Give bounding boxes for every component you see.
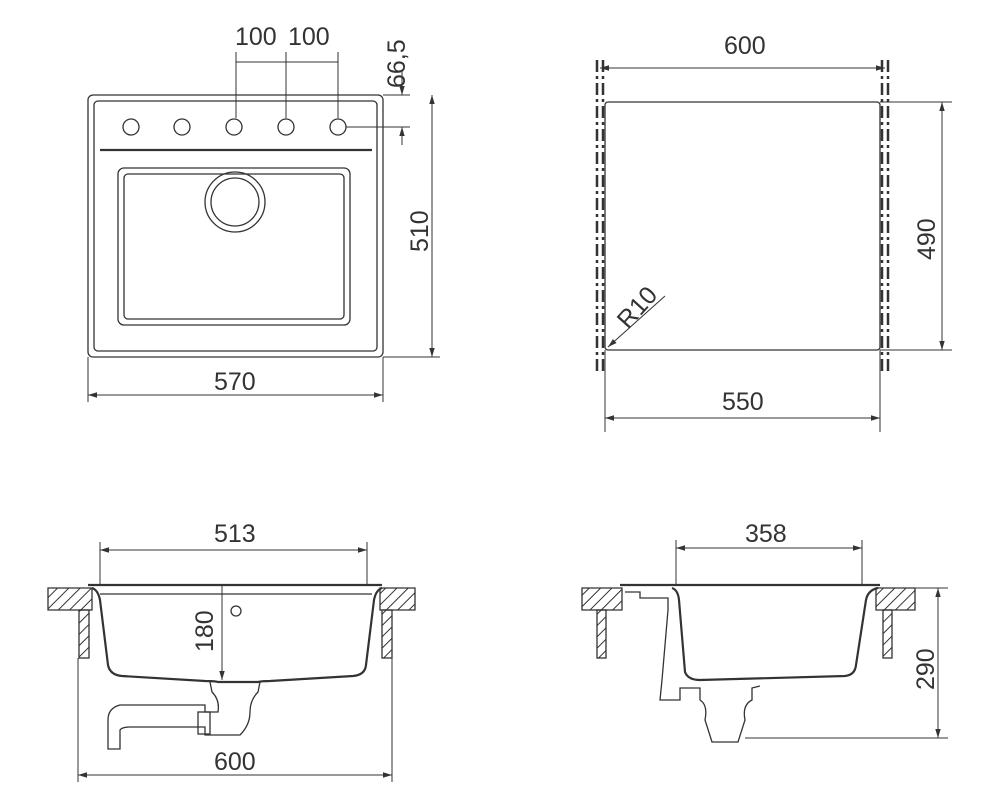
dim-total-depth: 290 (912, 648, 940, 690)
cutout-view: 600 490 550 R10 (595, 32, 952, 432)
radius-label: R10 (612, 281, 664, 334)
basin-profile (88, 583, 383, 684)
basin-profile (620, 583, 880, 682)
dim-width: 570 (214, 368, 256, 396)
dim-cutout-height: 490 (913, 218, 941, 260)
top-view: 100 100 66,5 510 570 (87, 23, 440, 402)
dim-hole-spacing-2: 100 (288, 23, 330, 51)
cutout-outline (604, 101, 881, 351)
dim-hole-offset: 66,5 (383, 39, 411, 88)
front-section: 513 180 600 (47, 520, 416, 782)
dim-height: 510 (406, 210, 434, 252)
dim-cabinet-width: 600 (214, 748, 256, 776)
basin-outline (117, 167, 351, 326)
side-section: 358 290 (581, 520, 948, 743)
drain-icon (204, 171, 266, 233)
dim-front-bowl-width: 513 (214, 520, 256, 548)
dim-hole-spacing-1: 100 (235, 23, 277, 51)
overflow-and-drain (625, 591, 761, 743)
dim-cutout-width: 550 (722, 388, 764, 416)
dim-front-depth: 180 (191, 610, 219, 652)
drain-pipe (107, 681, 261, 750)
tap-holes (122, 118, 347, 136)
dim-side-bowl-width: 358 (745, 520, 787, 548)
dim-outer-width: 600 (724, 32, 766, 60)
